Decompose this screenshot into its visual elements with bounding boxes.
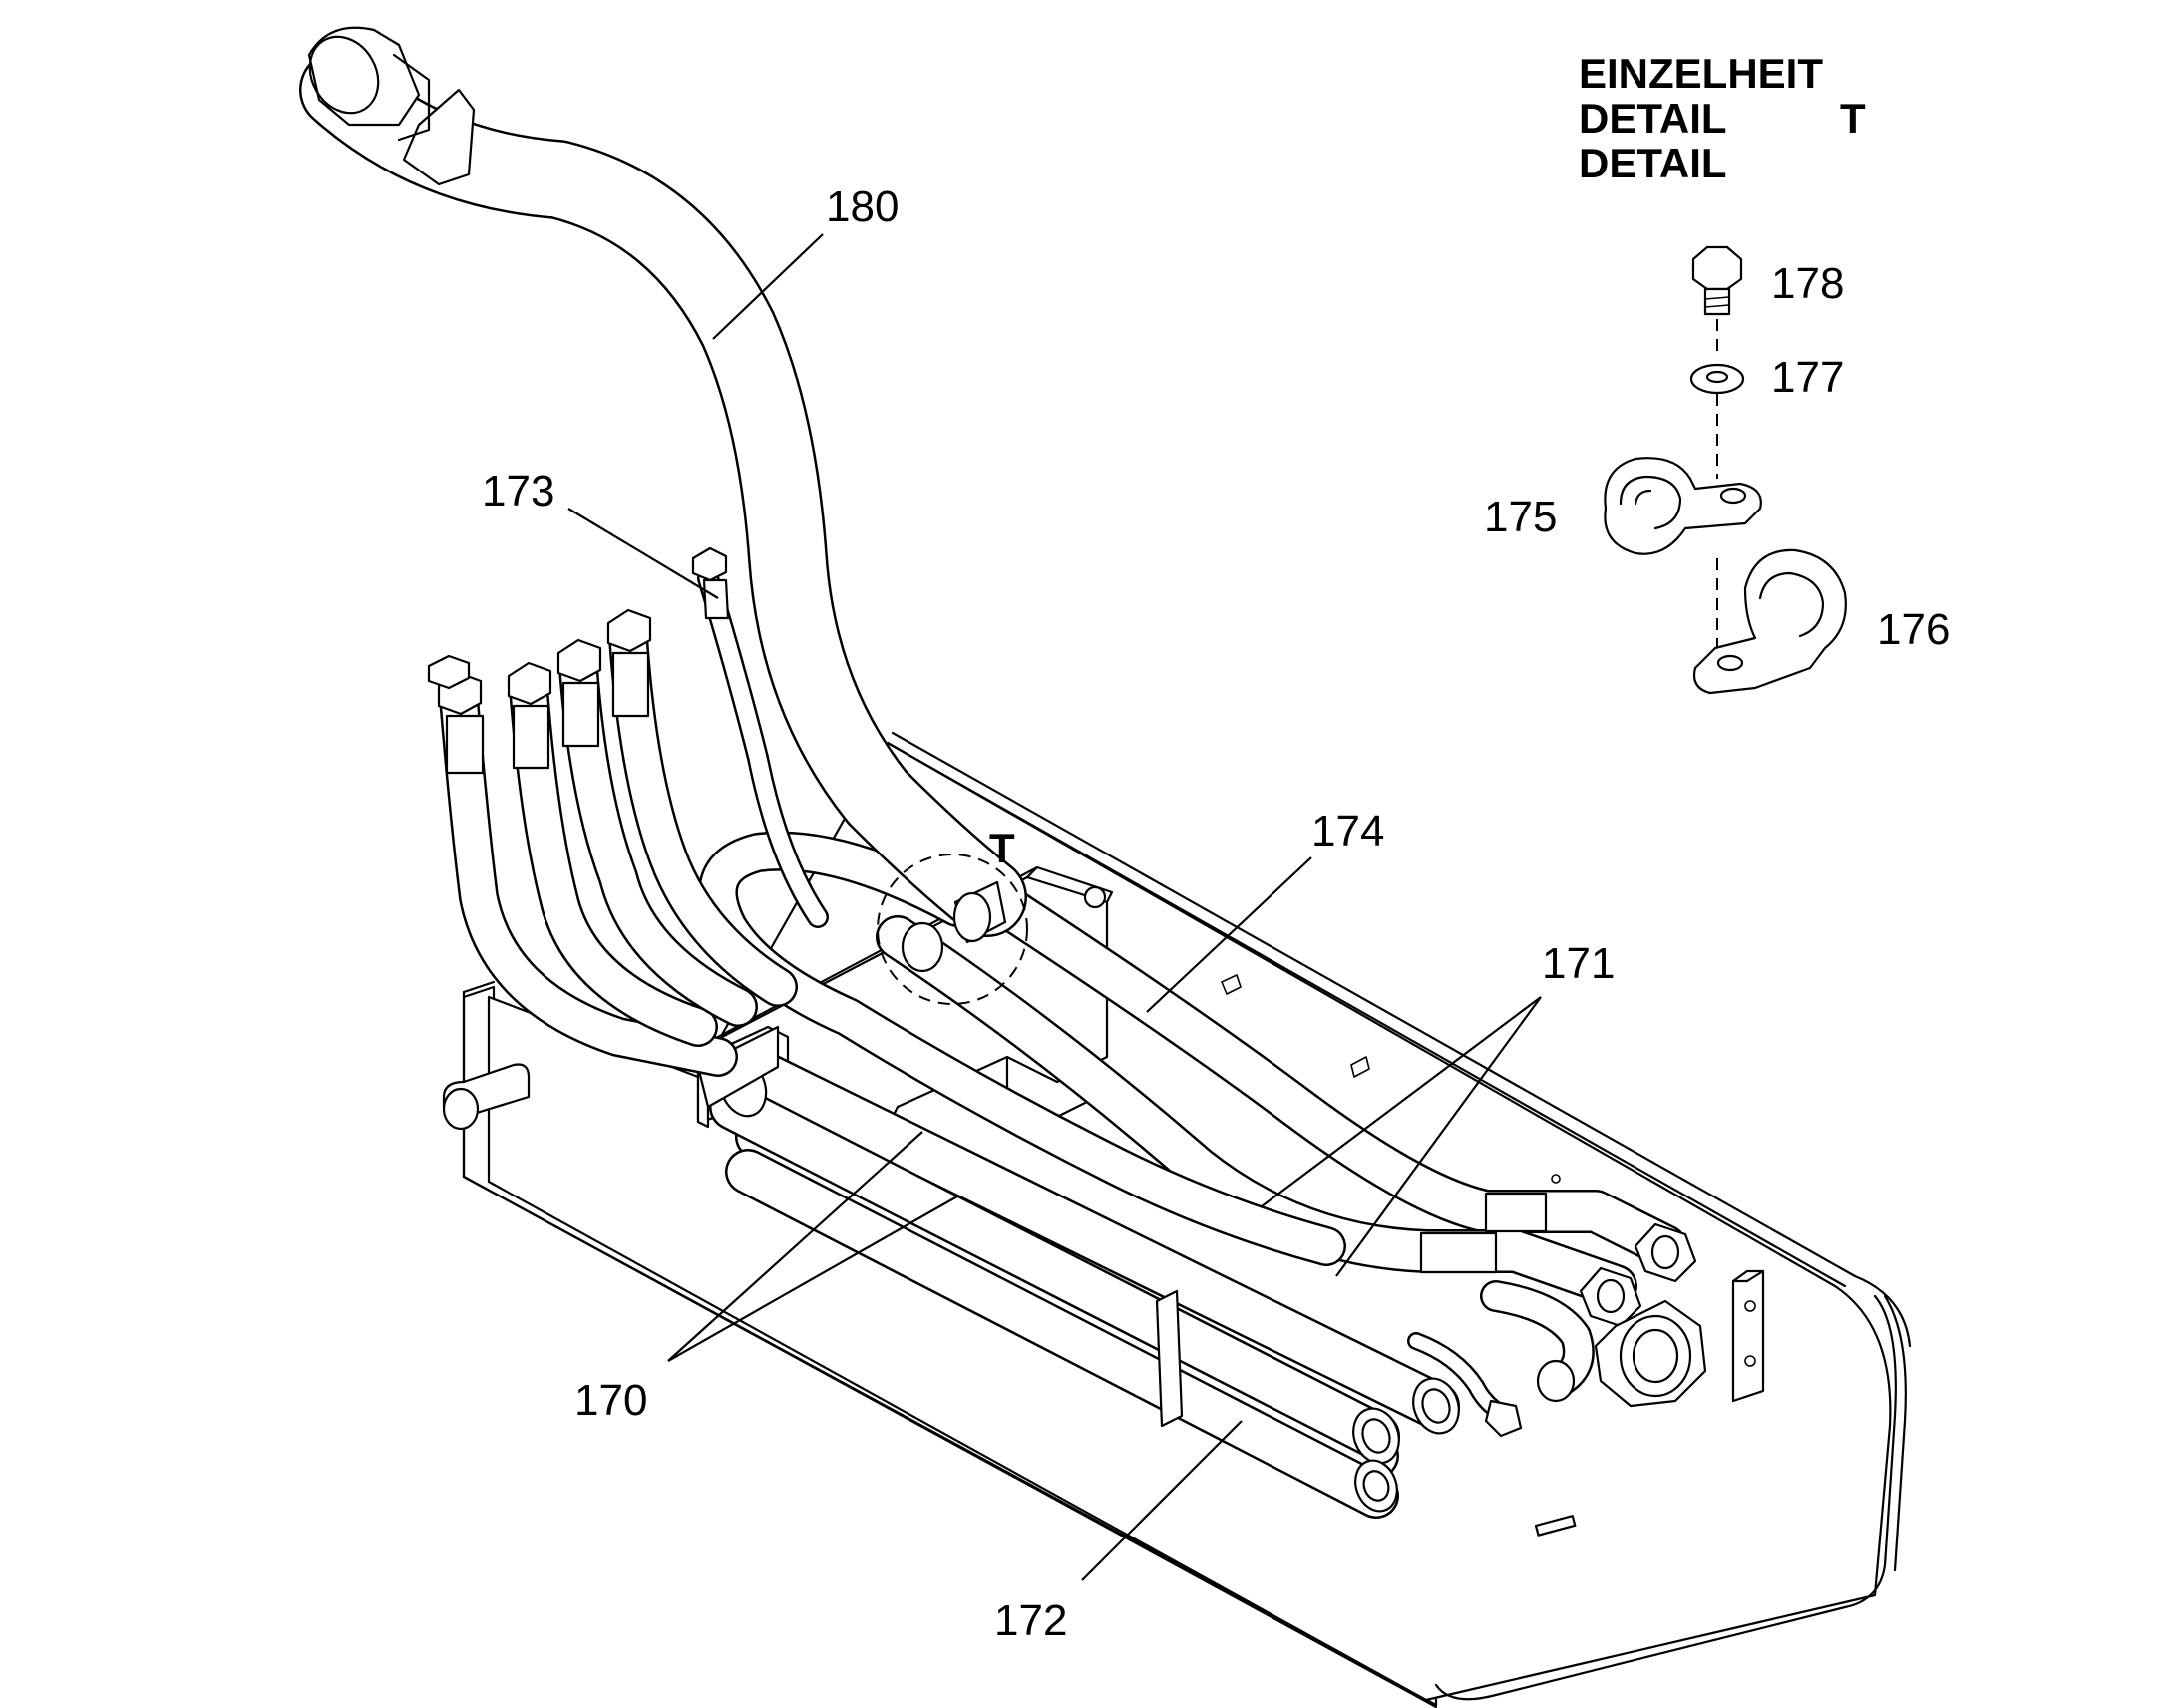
callout-177: 177	[1771, 353, 1844, 402]
detail-t-callout: T	[877, 825, 1028, 1005]
callout-178: 178	[1771, 259, 1844, 308]
detail-exploded-view: EINZELHEIT DETAIL T DETAIL	[1579, 50, 1866, 695]
detail-title-line3: DETAIL	[1579, 140, 1727, 186]
callout-175: 175	[1484, 493, 1557, 541]
detail-view-marker: T	[989, 825, 1015, 871]
callouts: 180 173 174 171 170 172 178 177 175 176	[482, 182, 1950, 1645]
detail-title-marker: T	[1840, 95, 1866, 142]
hose-180	[299, 26, 1027, 937]
callout-174: 174	[1311, 807, 1384, 855]
hoses-170-172	[696, 1025, 1460, 1519]
callout-180: 180	[826, 182, 899, 231]
callout-170: 170	[574, 1376, 647, 1425]
callout-171: 171	[1542, 939, 1615, 988]
callout-173: 173	[482, 467, 554, 515]
vertical-hose-bundle	[427, 546, 829, 1077]
detail-title-line1: EINZELHEIT	[1579, 50, 1823, 97]
detail-title-line2: DETAIL	[1579, 95, 1727, 142]
hoses-171-174	[698, 831, 1707, 1438]
callout-172: 172	[994, 1596, 1067, 1645]
callout-176: 176	[1877, 605, 1950, 654]
leader-lines	[567, 233, 1542, 1581]
